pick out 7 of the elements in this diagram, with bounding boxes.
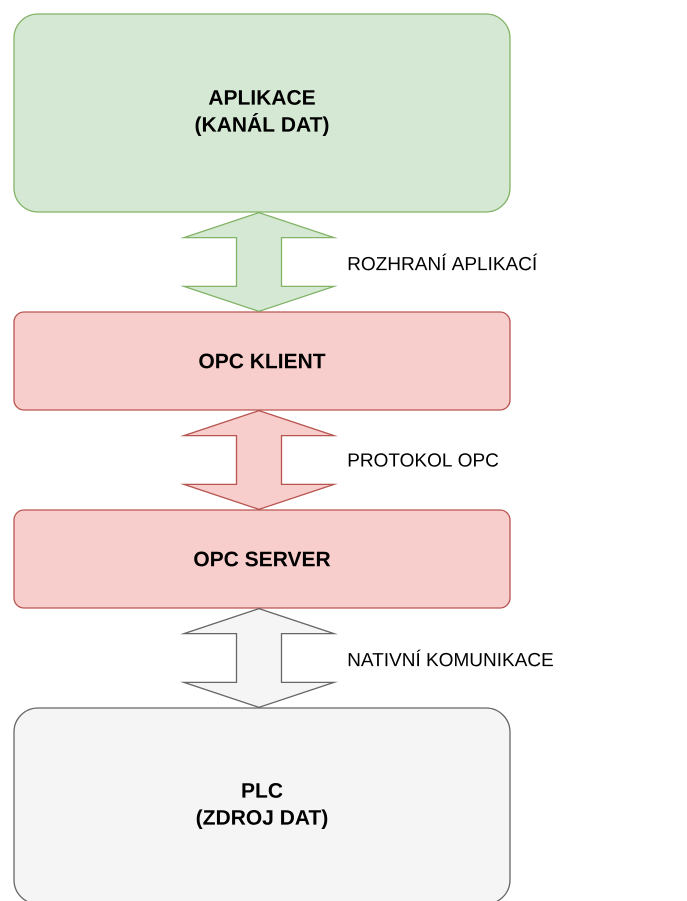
- edge-label: PROTOKOL OPC: [348, 453, 498, 467]
- process-box: OPC SERVER: [13, 509, 511, 609]
- process-box: APLIKACE (KANÁL DAT): [13, 13, 511, 213]
- process-box: PLC (ZDROJ DAT): [13, 707, 511, 901]
- process-box: OPC KLIENT: [13, 311, 511, 411]
- edge-label: ROZHRANÍ APLIKACÍ: [348, 254, 538, 270]
- edge-label: NATIVNÍ KOMUNIKACE: [348, 650, 553, 666]
